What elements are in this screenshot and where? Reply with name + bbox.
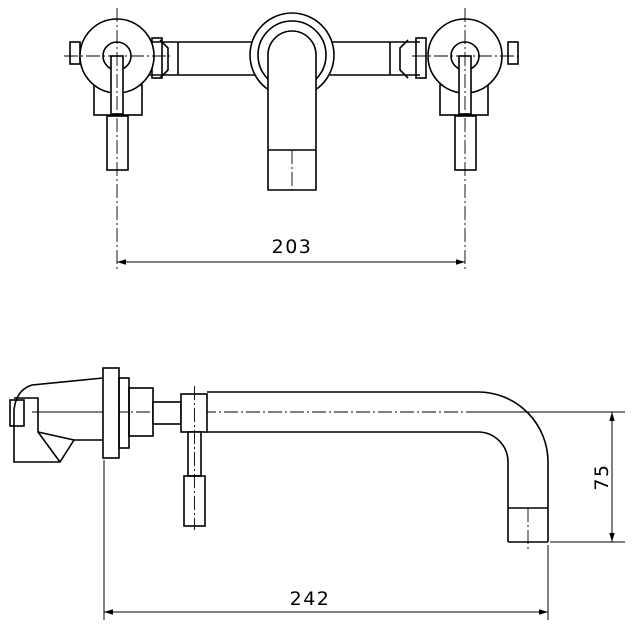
spout-side — [207, 391, 549, 552]
side-view: 242 75 — [9, 367, 625, 620]
right-valve — [412, 8, 522, 270]
dimension-label-203: 203 — [272, 236, 313, 258]
wall-flange — [102, 367, 154, 459]
side-handle — [152, 386, 208, 530]
dimension-242: 242 — [104, 588, 548, 615]
dimension-label-242: 242 — [290, 588, 331, 610]
dimension-label-75: 75 — [591, 463, 613, 490]
wall-body — [9, 377, 104, 463]
left-valve — [64, 8, 170, 270]
connecting-bar — [145, 39, 420, 79]
spout-top — [249, 12, 335, 191]
dimension-203: 203 — [117, 236, 465, 265]
top-view: 203 — [64, 8, 522, 270]
dimension-75: 75 — [591, 412, 615, 542]
